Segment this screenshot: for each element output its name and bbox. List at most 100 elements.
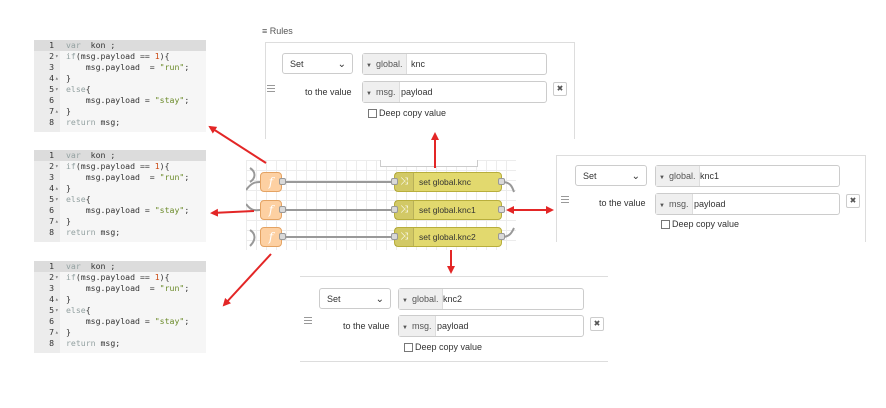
code-text: else{ xyxy=(66,305,91,315)
target-type-selector[interactable]: ▼global. xyxy=(656,166,701,186)
code-line: 2▾if(msg.payload == 1){ xyxy=(34,51,206,62)
fold-toggle-icon[interactable]: ▴ xyxy=(55,296,59,303)
code-line: 7▴} xyxy=(34,216,206,227)
value-type-label: msg. xyxy=(668,199,689,209)
code-text: msg.payload = "run"; xyxy=(66,283,190,293)
chevron-down-icon: ⌄ xyxy=(375,294,384,305)
code-line: 6 msg.payload = "stay"; xyxy=(34,205,206,216)
output-port[interactable] xyxy=(498,178,505,185)
fold-toggle-icon[interactable]: ▾ xyxy=(55,196,59,203)
delete-rule-button[interactable]: ✖ xyxy=(846,194,860,208)
chevron-down-icon: ⌄ xyxy=(337,59,346,70)
value-value: payload xyxy=(694,199,726,209)
output-port[interactable] xyxy=(279,206,286,213)
rule-target-input[interactable]: ▼global. knc2 xyxy=(398,288,584,310)
value-type-label: msg. xyxy=(375,87,396,97)
rule-drag-handle[interactable] xyxy=(267,85,275,94)
rule-drag-handle[interactable] xyxy=(561,196,569,205)
code-text: return msg; xyxy=(66,338,121,348)
rule-value-input[interactable]: ▼msg. payload xyxy=(398,315,584,337)
caret-down-icon: ▼ xyxy=(366,63,372,69)
rules-panel-1: ≡ Rules Set ⌄ ▼global. knc to the value … xyxy=(262,26,575,139)
fold-toggle-icon[interactable]: ▴ xyxy=(55,108,59,115)
rule-target-input[interactable]: ▼global. knc1 xyxy=(655,165,840,187)
code-line: 5▾else{ xyxy=(34,305,206,316)
output-port[interactable] xyxy=(279,233,286,240)
rule-action-select[interactable]: Set ⌄ xyxy=(282,53,353,74)
target-type-selector[interactable]: ▼global. xyxy=(363,54,408,74)
fold-toggle-icon[interactable]: ▴ xyxy=(55,185,59,192)
deep-copy-checkbox[interactable] xyxy=(368,109,377,118)
output-port[interactable] xyxy=(279,178,286,185)
code-text: } xyxy=(66,327,71,337)
rule-target-input[interactable]: ▼global. knc xyxy=(362,53,547,75)
change-node-3[interactable]: ⤨ set global.knc2 xyxy=(394,227,502,247)
output-port[interactable] xyxy=(498,206,505,213)
fold-toggle-icon[interactable]: ▴ xyxy=(55,75,59,82)
fold-toggle-icon[interactable]: ▾ xyxy=(55,274,59,281)
code-line: 3 msg.payload = "run"; xyxy=(34,172,206,183)
line-number: 3 xyxy=(49,172,54,182)
deep-copy-label: Deep copy value xyxy=(672,219,740,229)
rule-action-select[interactable]: Set ⌄ xyxy=(575,165,647,186)
code-line: 5▾else{ xyxy=(34,84,206,95)
input-port[interactable] xyxy=(391,206,398,213)
value-type-selector[interactable]: ▼msg. xyxy=(399,316,437,336)
change-node-label: set global.knc2 xyxy=(419,232,476,242)
fold-toggle-icon[interactable]: ▾ xyxy=(55,86,59,93)
function-icon: f xyxy=(268,203,274,217)
code-text: msg.payload = "stay"; xyxy=(66,95,190,105)
shuffle-icon: ⤨ xyxy=(395,201,414,219)
line-number: 6 xyxy=(49,95,54,105)
value-type-selector[interactable]: ▼msg. xyxy=(656,194,694,214)
rules-label: Rules xyxy=(269,26,293,36)
target-type-label: global. xyxy=(375,59,403,69)
line-number: 6 xyxy=(49,205,54,215)
change-node-label: set global.knc xyxy=(419,177,471,187)
rule-value-input[interactable]: ▼msg. payload xyxy=(362,81,547,103)
rule-drag-handle[interactable] xyxy=(304,317,312,326)
deep-copy-checkbox[interactable] xyxy=(661,220,670,229)
caret-down-icon: ▼ xyxy=(659,175,665,181)
function-node-3[interactable]: f xyxy=(260,227,282,247)
target-value: knc2 xyxy=(443,294,463,304)
function-icon: f xyxy=(268,175,274,189)
delete-rule-button[interactable]: ✖ xyxy=(590,317,604,331)
code-line: 4▴} xyxy=(34,294,206,305)
change-node-1[interactable]: ⤨ set global.knc xyxy=(394,172,502,192)
fold-toggle-icon[interactable]: ▾ xyxy=(55,163,59,170)
fold-toggle-icon[interactable]: ▾ xyxy=(55,53,59,60)
output-port[interactable] xyxy=(498,233,505,240)
code-text: var kon ; xyxy=(66,40,116,50)
editor-gutter xyxy=(34,261,60,353)
code-text: else{ xyxy=(66,194,91,204)
fold-toggle-icon[interactable]: ▴ xyxy=(55,218,59,225)
line-number: 7 xyxy=(49,216,54,226)
input-port[interactable] xyxy=(391,233,398,240)
delete-rule-button[interactable]: ✖ xyxy=(553,82,567,96)
code-text: return msg; xyxy=(66,117,121,127)
code-line: 3 msg.payload = "run"; xyxy=(34,62,206,73)
line-number: 3 xyxy=(49,62,54,72)
code-line: 6 msg.payload = "stay"; xyxy=(34,316,206,327)
deep-copy-checkbox[interactable] xyxy=(404,343,413,352)
fold-toggle-icon[interactable]: ▴ xyxy=(55,329,59,336)
fold-toggle-icon[interactable]: ▾ xyxy=(55,307,59,314)
flow-canvas[interactable]: f f f ⤨ set global.knc ⤨ set global.knc1… xyxy=(246,160,516,250)
input-port[interactable] xyxy=(391,178,398,185)
line-number: 4 xyxy=(49,183,54,193)
change-node-2[interactable]: ⤨ set global.knc1 xyxy=(394,200,502,220)
to-the-value-label: to the value xyxy=(305,87,352,97)
rule-value-input[interactable]: ▼msg. payload xyxy=(655,193,840,215)
value-type-selector[interactable]: ▼msg. xyxy=(363,82,401,102)
target-type-selector[interactable]: ▼global. xyxy=(399,289,444,309)
code-text: msg.payload = "stay"; xyxy=(66,205,190,215)
rule-action-select[interactable]: Set ⌄ xyxy=(319,288,391,309)
